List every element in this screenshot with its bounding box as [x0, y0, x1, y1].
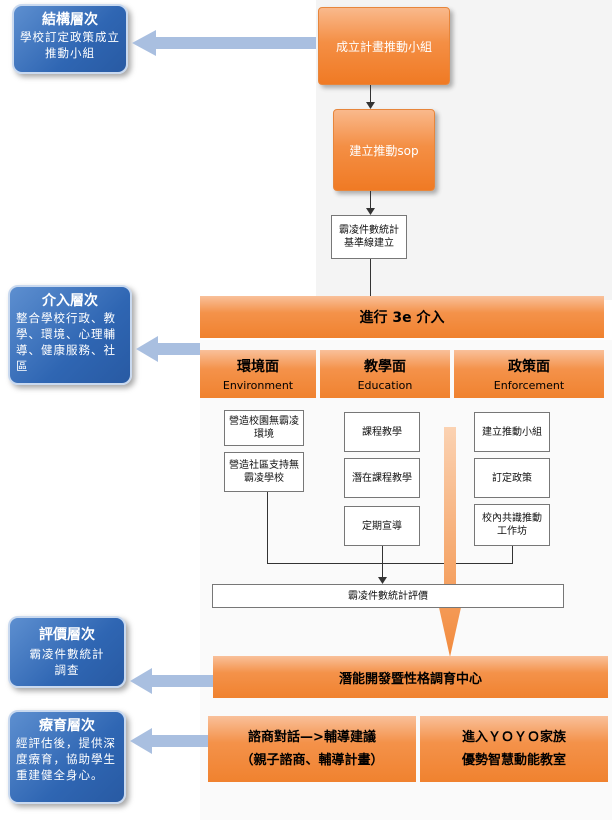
column-environment-title: 環境面 — [237, 359, 279, 375]
policy-item-2: 訂定政策 — [474, 458, 550, 498]
counseling-box: 諮商對話—>輔導建議 （親子諮商、輔導計畫） — [208, 716, 416, 782]
intervention-layer-box: 介入層次 整合學校行政、教學、環境、心理輔導、健康服務、社區 — [8, 285, 132, 385]
potential-development-center-label: 潛能開發暨性格調育中心 — [338, 671, 482, 687]
therapy-layer-title: 療育層次 — [39, 718, 95, 734]
yoyo-family-box: 進入ＹＯＹＯ家族 優勢智慧動能教室 — [420, 716, 608, 782]
step-establish-committee: 成立計畫推動小組 — [318, 7, 450, 85]
edu-connector — [382, 546, 383, 564]
edu-item-3-label: 定期宣導 — [362, 520, 402, 532]
env-item-2: 營造社區支持無霸凌學校 — [224, 452, 304, 492]
column-header-enforcement: 政策面 Enforcement — [454, 350, 604, 398]
step-build-sop-label: 建立推動sop — [349, 143, 419, 158]
potential-development-center-bar: 潛能開發暨性格調育中心 — [213, 656, 608, 698]
main-3e-bar: 進行 3e 介入 — [200, 296, 604, 338]
edu-item-2: 潛在課程教學 — [344, 458, 420, 498]
column-environment-subtitle: Environment — [222, 379, 294, 392]
column-enforcement-title: 政策面 — [508, 359, 550, 375]
step-establish-committee-label: 成立計畫推動小組 — [335, 39, 432, 54]
structure-layer-text: 學校訂定政策成立推動小組 — [20, 30, 120, 60]
env-item-2-label: 營造社區支持無霸凌學校 — [229, 460, 299, 484]
env-connector — [267, 492, 268, 564]
connector-step2-step3 — [370, 191, 371, 211]
yoyo-line1: 進入ＹＯＹＯ家族 — [461, 730, 566, 745]
arrow-left-evaluation-icon — [130, 668, 214, 694]
arrowhead-step3-icon — [366, 208, 375, 215]
column-education-title: 教學面 — [364, 359, 406, 375]
connector-step3-bar — [370, 259, 371, 297]
policy-item-3-label: 校內共識推動工作坊 — [482, 513, 542, 537]
arrow-left-structure-icon — [132, 30, 316, 56]
policy-connector — [512, 546, 513, 564]
edu-item-1: 課程教學 — [344, 412, 420, 452]
evaluation-layer-title: 評價層次 — [39, 627, 95, 643]
policy-item-3: 校內共識推動工作坊 — [474, 504, 550, 546]
therapy-layer-text: 經評估後，提供深度療育，協助學生重建健全身心。 — [16, 736, 116, 782]
structure-layer-box: 結構層次 學校訂定政策成立推動小組 — [12, 4, 128, 74]
column-header-education: 教學面 Education — [320, 350, 450, 398]
step-baseline-stats-label: 霸凌件數統計基準線建立 — [339, 225, 399, 249]
step-build-sop: 建立推動sop — [333, 109, 435, 191]
arrowhead-stats-icon — [378, 577, 387, 584]
connector-step1-step2 — [370, 85, 371, 105]
env-item-1: 營造校園無霸凌環境 — [224, 410, 304, 446]
stats-evaluation-label: 霸凌件數統計評價 — [348, 590, 428, 602]
step-baseline-stats: 霸凌件數統計基準線建立 — [331, 215, 407, 259]
arrow-left-intervention-icon — [136, 336, 200, 362]
big-down-arrow-icon — [438, 427, 462, 657]
arrow-left-therapy-icon — [130, 728, 210, 754]
column-education-subtitle: Education — [357, 379, 413, 392]
edu-item-1-label: 課程教學 — [362, 426, 402, 438]
policy-item-1-label: 建立推動小組 — [482, 426, 542, 438]
stats-evaluation-box: 霸凌件數統計評價 — [212, 584, 564, 608]
column-header-environment: 環境面 Environment — [200, 350, 316, 398]
merge-connector — [267, 563, 513, 564]
edu-item-2-label: 潛在課程教學 — [352, 472, 412, 484]
counseling-line1: 諮商對話—>輔導建議 — [248, 730, 376, 745]
structure-layer-title: 結構層次 — [42, 12, 98, 28]
edu-item-3: 定期宣導 — [344, 506, 420, 546]
evaluation-layer-text: 霸凌件數統計調查 — [29, 647, 105, 677]
therapy-layer-box: 療育層次 經評估後，提供深度療育，協助學生重建健全身心。 — [8, 710, 126, 804]
main-3e-bar-label: 進行 3e 介入 — [359, 310, 445, 326]
arrowhead-step2-icon — [366, 102, 375, 109]
policy-item-2-label: 訂定政策 — [492, 472, 532, 484]
counseling-line2: （親子諮商、輔導計畫） — [240, 753, 384, 768]
intervention-layer-title: 介入層次 — [42, 293, 98, 309]
to-stats-connector — [382, 563, 383, 579]
column-enforcement-subtitle: Enforcement — [493, 379, 565, 392]
yoyo-line2: 優勢智慧動能教室 — [461, 753, 566, 768]
intervention-layer-text: 整合學校行政、教學、環境、心理輔導、健康服務、社區 — [16, 311, 116, 373]
policy-item-1: 建立推動小組 — [474, 412, 550, 452]
env-item-1-label: 營造校園無霸凌環境 — [229, 416, 299, 440]
evaluation-layer-box: 評價層次 霸凌件數統計調查 — [8, 616, 126, 688]
